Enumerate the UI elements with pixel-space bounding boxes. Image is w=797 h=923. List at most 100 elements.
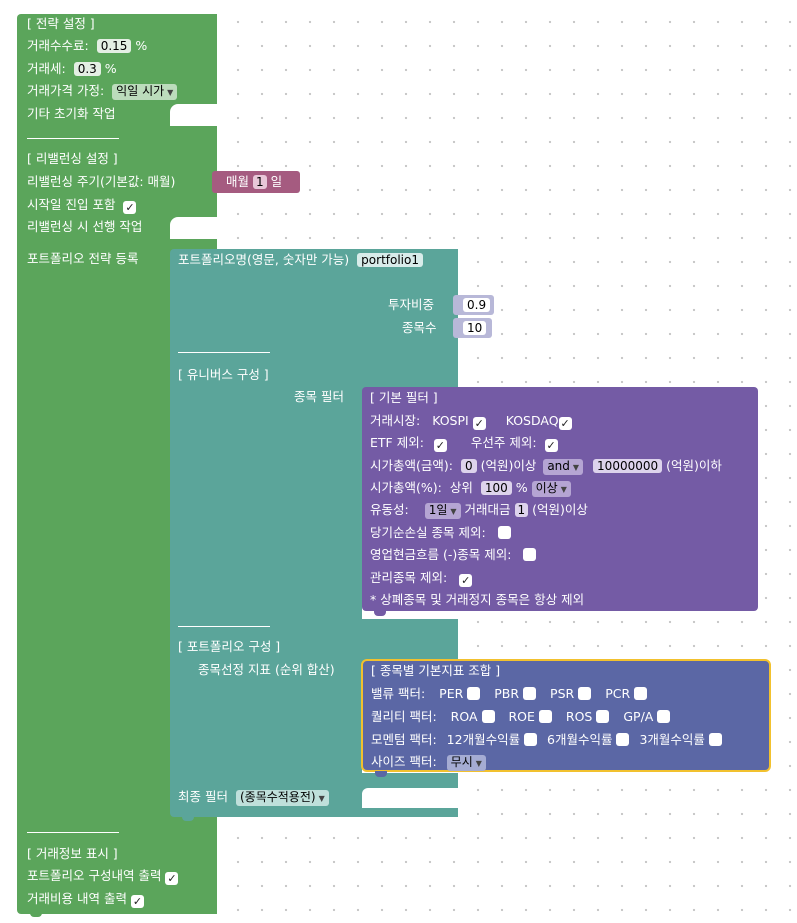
- rebalance-period-prefix: 매월: [226, 174, 250, 189]
- etf-label: ETF 제외:: [370, 435, 424, 450]
- divider: [27, 138, 119, 139]
- liquidity-label: 유동성:: [370, 502, 409, 517]
- momentum-12m-checkbox[interactable]: [524, 733, 538, 746]
- fee-row: 거래수수료: 0.15 %: [27, 38, 147, 54]
- universe-header: [ 유니버스 구성 ]: [178, 367, 269, 382]
- price-row: 거래가격 가정: 익일 시가▼: [27, 83, 178, 100]
- tax-input[interactable]: 0.3: [73, 62, 101, 76]
- mcap-min-input[interactable]: 0: [460, 459, 477, 473]
- cashflow-row: 영업현금흐름 (-)종목 제외:: [370, 547, 537, 563]
- liquidity-period-dropdown[interactable]: 1일▼: [424, 503, 461, 519]
- chevron-down-icon: ▼: [572, 463, 580, 472]
- final-filter-value: (종목수적용전): [239, 790, 316, 804]
- managed-checkbox[interactable]: ✓: [459, 574, 473, 587]
- include-start-label: 시작일 진입 포함: [27, 197, 116, 212]
- gpa-label: GP/A: [623, 709, 654, 724]
- tax-label: 거래세:: [27, 61, 66, 76]
- net-loss-label: 당기순손실 종목 제외:: [370, 525, 486, 540]
- kospi-checkbox[interactable]: ✓: [472, 417, 486, 430]
- rebalance-header: [ 리밸런싱 설정 ]: [27, 151, 118, 166]
- misc-init-label: 기타 초기화 작업: [27, 106, 116, 121]
- block-connector: [182, 815, 194, 821]
- portfolio-output-checkbox[interactable]: ✓: [165, 872, 179, 885]
- roa-checkbox[interactable]: [481, 710, 495, 723]
- roe-checkbox[interactable]: [538, 710, 552, 723]
- final-filter-row: 최종 필터 (종목수적용전)▼: [178, 789, 329, 806]
- per-checkbox[interactable]: [467, 687, 481, 700]
- kosdaq-label: KOSDAQ: [505, 413, 559, 428]
- managed-row: 관리종목 제외: ✓: [370, 570, 473, 587]
- cashflow-label: 영업현금흐름 (-)종목 제외:: [370, 547, 512, 562]
- roa-label: ROA: [450, 709, 478, 724]
- portfolio-header: [ 포트폴리오 구성 ]: [178, 639, 281, 654]
- momentum-factor-label: 모멘텀 팩터:: [371, 732, 437, 747]
- include-start-checkbox[interactable]: ✓: [123, 201, 137, 214]
- pre-task-statement-slot[interactable]: [170, 217, 218, 239]
- net-loss-checkbox[interactable]: [497, 526, 511, 539]
- divider: [27, 832, 119, 833]
- mcap-pct-mode-value: 이상: [535, 481, 558, 495]
- quality-factor-label: 퀄리티 팩터:: [371, 709, 437, 724]
- momentum-6m-checkbox[interactable]: [616, 733, 630, 746]
- final-filter-statement-slot[interactable]: [362, 788, 460, 808]
- weight-label: 투자비중: [388, 297, 435, 312]
- psr-label: PSR: [550, 686, 575, 701]
- mcap-pct-mode-dropdown[interactable]: 이상▼: [531, 481, 571, 497]
- final-filter-dropdown[interactable]: (종목수적용전)▼: [235, 790, 329, 806]
- trade-info-header: [ 거래정보 표시 ]: [27, 846, 118, 861]
- rebalance-period-suffix: 일: [270, 174, 283, 189]
- preferred-checkbox[interactable]: ✓: [544, 439, 558, 452]
- pbr-label: PBR: [494, 686, 520, 701]
- value-factor-label: 밸류 팩터:: [371, 686, 426, 701]
- pre-task-label: 리밸런싱 시 선행 작업: [27, 219, 143, 234]
- etf-checkbox[interactable]: ✓: [433, 439, 447, 452]
- price-dropdown-value: 익일 시가: [116, 84, 165, 98]
- mcap-pct-row: 시가총액(%): 상위 100 % 이상▼: [370, 480, 571, 497]
- portfolio-output-label: 포트폴리오 구성내역 출력: [27, 868, 162, 883]
- rebalance-day-input[interactable]: 1: [253, 175, 267, 189]
- size-factor-dropdown[interactable]: 무시▼: [446, 755, 486, 771]
- delisted-note: * 상폐종목 및 거래정지 종목은 항상 제외: [370, 592, 585, 607]
- psr-checkbox[interactable]: [578, 687, 592, 700]
- quality-factor-row: 퀄리티 팩터: ROA ROE ROS GP/A: [371, 709, 671, 725]
- momentum-6m-label: 6개월수익률: [547, 732, 613, 747]
- strategy-header: [ 전략 설정 ]: [27, 16, 95, 31]
- chevron-down-icon: ▼: [167, 88, 174, 97]
- tax-row: 거래세: 0.3 %: [27, 61, 117, 77]
- tax-percent: %: [104, 61, 117, 76]
- block-connector: [374, 610, 386, 616]
- liquidity-row: 유동성: 1일▼ 거래대금 1 (억원)이상: [370, 502, 588, 519]
- cashflow-checkbox[interactable]: [523, 548, 537, 561]
- momentum-12m-label: 12개월수익률: [446, 732, 521, 747]
- pbr-checkbox[interactable]: [523, 687, 537, 700]
- weight-input[interactable]: 0.9: [463, 298, 491, 312]
- count-input[interactable]: 10: [463, 321, 487, 335]
- mcap-pct-input[interactable]: 100: [480, 481, 512, 495]
- mcap-join-dropdown[interactable]: and▼: [543, 459, 584, 475]
- momentum-3m-checkbox[interactable]: [708, 733, 722, 746]
- misc-init-statement-slot[interactable]: [170, 104, 218, 126]
- fee-input[interactable]: 0.15: [96, 39, 132, 53]
- momentum-factor-row: 모멘텀 팩터: 12개월수익률 6개월수익률 3개월수익률: [371, 732, 722, 748]
- pcr-checkbox[interactable]: [634, 687, 648, 700]
- etf-row: ETF 제외: ✓ 우선주 제외: ✓: [370, 435, 558, 452]
- factor-combination-block[interactable]: [361, 659, 771, 772]
- mcap-min-unit: (억원)이상: [480, 458, 537, 473]
- kosdaq-checkbox[interactable]: ✓: [558, 417, 572, 430]
- cost-output-checkbox[interactable]: ✓: [130, 895, 144, 908]
- mcap-join-value: and: [547, 459, 570, 473]
- gpa-checkbox[interactable]: [657, 710, 671, 723]
- chevron-down-icon: ▼: [450, 507, 457, 516]
- mcap-amount-row: 시가총액(금액): 0 (억원)이상 and▼ 10000000 (억원)이하: [370, 458, 722, 475]
- price-dropdown[interactable]: 익일 시가▼: [112, 84, 178, 100]
- chevron-down-icon: ▼: [560, 485, 567, 494]
- fee-label: 거래수수료:: [27, 38, 89, 53]
- chevron-down-icon: ▼: [475, 759, 482, 768]
- trade-amount-label: 거래대금: [464, 502, 511, 517]
- portfolio-name-input[interactable]: portfolio1: [357, 253, 423, 267]
- mcap-max-input[interactable]: 10000000: [593, 459, 663, 473]
- ros-checkbox[interactable]: [596, 710, 610, 723]
- trade-amount-input[interactable]: 1: [514, 503, 529, 517]
- trade-amount-unit: (억원)이상: [532, 502, 588, 517]
- basic-filter-header: [ 기본 필터 ]: [370, 390, 438, 405]
